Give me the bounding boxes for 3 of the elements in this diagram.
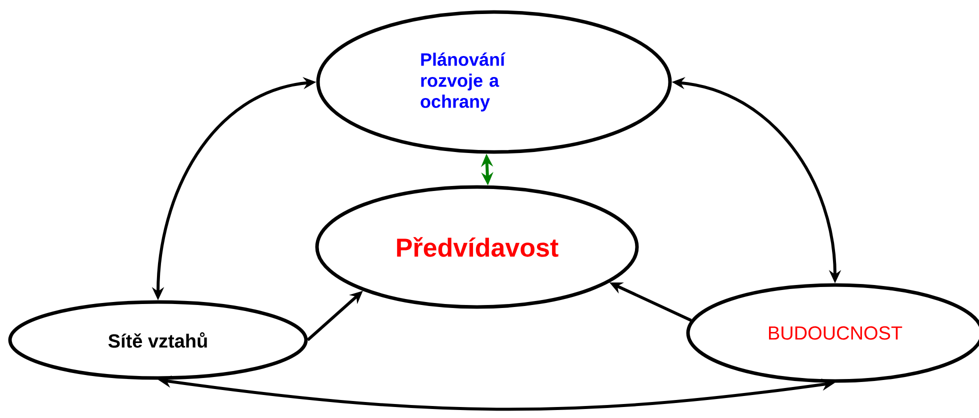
oval-node: Plánování rozvoje a ochrany (316, 10, 672, 154)
oval-node: Předvídavost (315, 185, 639, 309)
oval-node: Sítě vztahů (8, 300, 308, 380)
